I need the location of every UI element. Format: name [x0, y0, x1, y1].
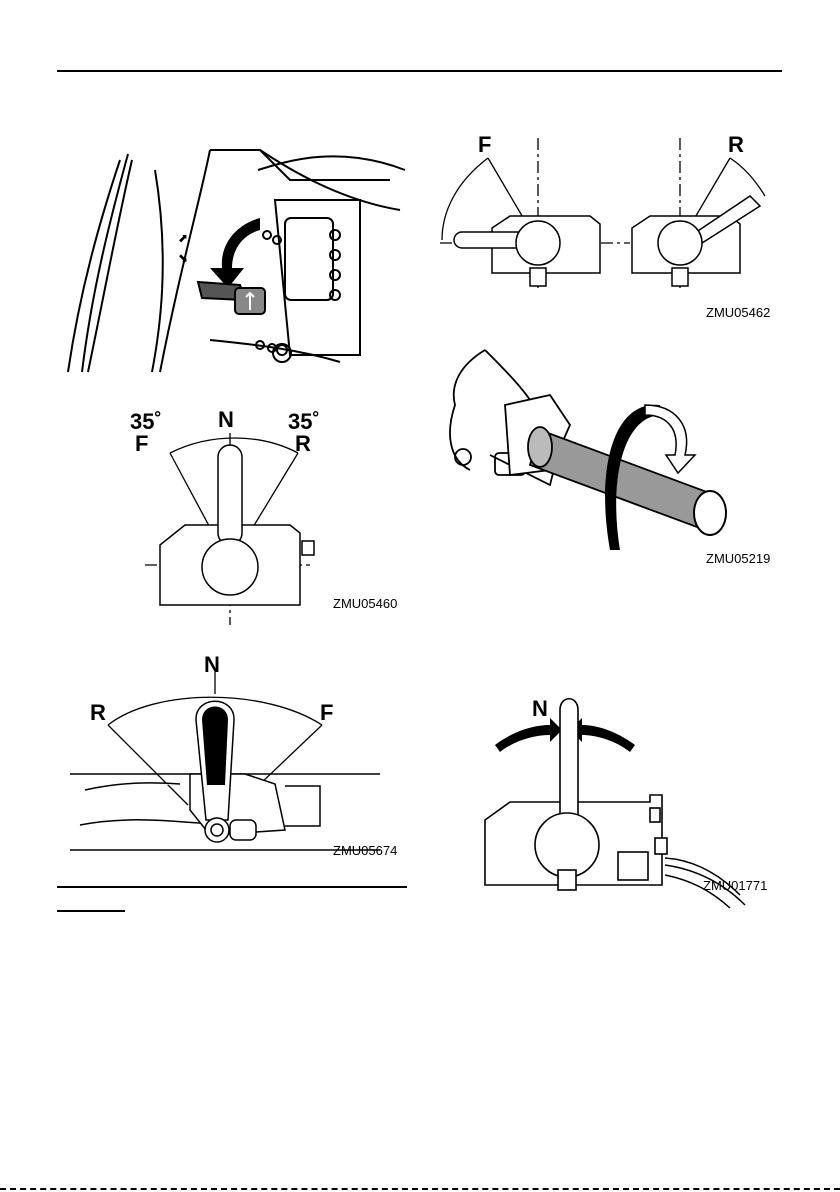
label-f: F [320, 700, 333, 725]
figure-code-zmu05674: ZMU05674 [333, 843, 397, 858]
figure-angle-box: 35˚ 35˚ N F R [130, 405, 330, 630]
figure-lock-lever: ⬈ ⬊ [60, 140, 410, 380]
figure-side-lever: N R F [70, 650, 390, 855]
figure-throttle-grip [430, 345, 750, 560]
figure-code-zmu05219: ZMU05219 [706, 551, 770, 566]
footnote-rule-short [57, 910, 125, 912]
label-n: N [204, 652, 220, 677]
label-f: F [135, 431, 148, 456]
label-n: N [218, 407, 234, 432]
figure-control-box: N [470, 690, 750, 910]
svg-text:⬊: ⬊ [178, 251, 188, 265]
figure-single-lever: F R [430, 128, 780, 298]
figure-code-zmu05462: ZMU05462 [706, 305, 770, 320]
page-bottom-edge [0, 1188, 840, 1190]
footnote-rule-long [57, 886, 407, 888]
figure-code-zmu01771: ZMU01771 [703, 878, 767, 893]
header-rule [57, 70, 782, 72]
label-n: N [532, 696, 548, 721]
label-r: R [90, 700, 106, 725]
svg-text:⬈: ⬈ [178, 231, 188, 245]
figure-code-zmu05460: ZMU05460 [333, 596, 397, 611]
label-f: F [478, 132, 491, 157]
label-r: R [728, 132, 744, 157]
